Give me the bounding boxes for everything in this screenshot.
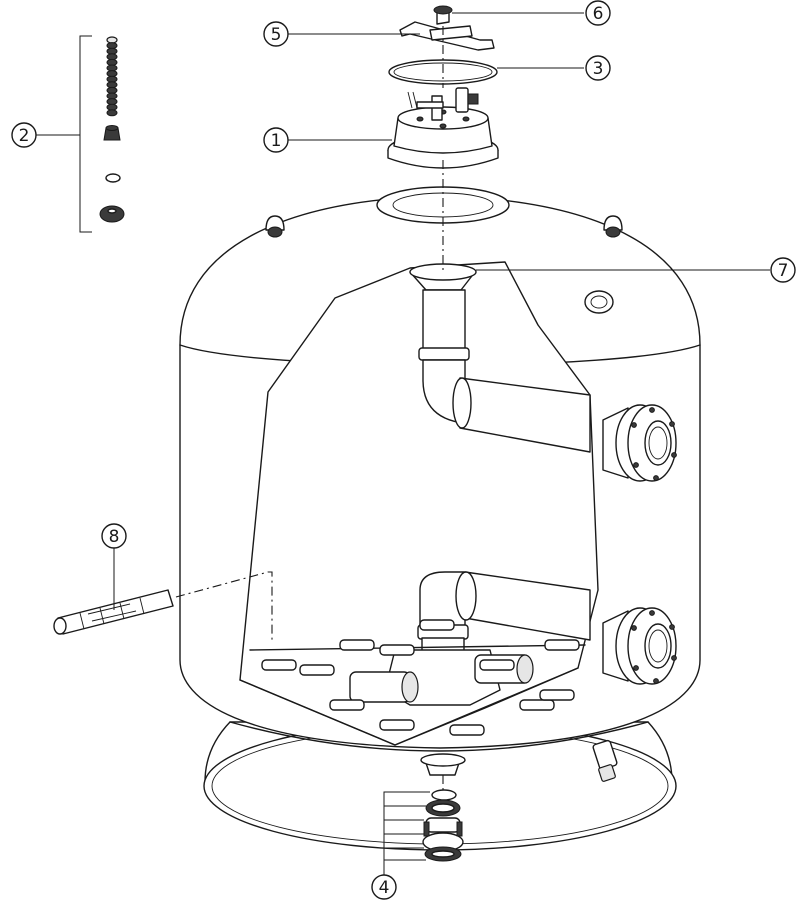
callout-7: 7 [770,257,796,283]
svg-text:6: 6 [593,4,604,24]
lateral-tube [339,639,375,651]
lateral-tube [379,644,415,656]
spring-coil [106,53,118,61]
callout-1: 1 [263,127,289,153]
callout-5: 5 [263,21,289,47]
leader-lines [36,12,770,875]
lateral-tube [329,699,365,711]
spring-coil [106,103,118,111]
lower-port [602,607,677,685]
svg-text:3: 3 [593,59,604,79]
upper-port [602,404,677,482]
laterals [239,619,586,746]
callout-4: 4 [371,874,397,900]
internal-pipework [349,263,591,706]
bottom-drain-assembly [420,753,466,862]
spring-coil [106,75,118,83]
svg-text:4: 4 [379,878,390,898]
svg-text:5: 5 [271,25,282,45]
spring-coil [106,42,118,50]
svg-text:7: 7 [778,261,789,281]
lateral-tube [544,639,580,651]
lateral-tube [261,659,297,671]
svg-text:1: 1 [271,131,282,151]
lid-assembly [387,5,499,169]
spring-coil [106,109,118,117]
callout-6: 6 [585,0,611,26]
svg-text:8: 8 [109,527,120,547]
side-drain-valve [592,739,618,782]
assembly-lines [175,26,444,640]
lateral-tube [519,699,555,711]
lateral-tube [299,664,335,676]
callout-3: 3 [585,55,611,81]
vent-kit [79,35,125,233]
lateral-tube [419,619,455,631]
lateral-tube [449,724,485,736]
lateral-tube [479,659,515,671]
spare-lateral [53,589,174,635]
callout-8: 8 [101,523,127,549]
callout-2: 2 [11,122,37,148]
svg-text:2: 2 [19,126,30,146]
lateral-tube [539,689,575,701]
lateral-tube [379,719,415,731]
